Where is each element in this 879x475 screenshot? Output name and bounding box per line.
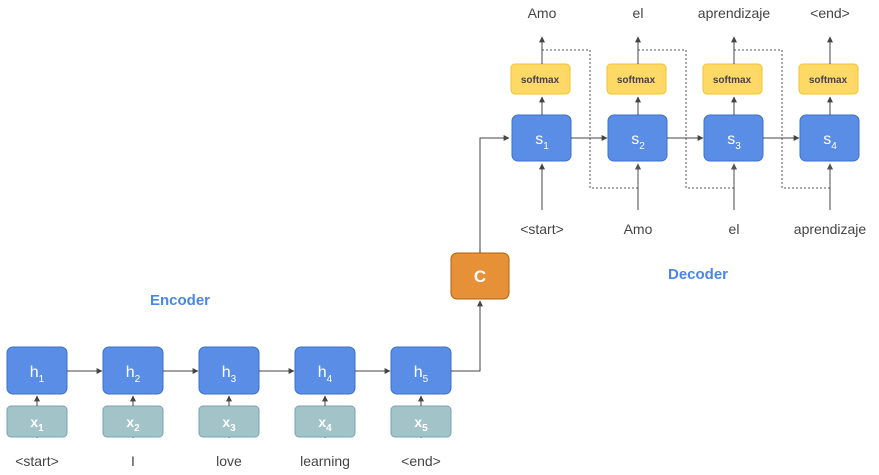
feedback-dotted-arrows: [542, 49, 833, 189]
decoder-state-label: s2: [631, 131, 645, 152]
decoder-output-word: <end>: [810, 5, 850, 21]
encoder-input-word: love: [216, 453, 242, 469]
input-embedding-label: x4: [318, 414, 332, 434]
decoder-input-word: aprendizaje: [794, 221, 867, 237]
decoder-column-1: <start> s1 softmax Amo: [510, 5, 572, 237]
softmax-box: [606, 63, 667, 95]
encoder-column-2: I x2 h2: [102, 346, 164, 469]
softmax-box: [510, 63, 571, 95]
input-embedding-label: x2: [126, 414, 140, 434]
encoder-input-word: <start>: [15, 453, 59, 469]
decoder-state-label: s1: [535, 131, 549, 152]
input-embedding-label: x5: [414, 414, 428, 434]
encoder-to-context-arrow: [451, 300, 483, 372]
hidden-state-label: h5: [414, 364, 429, 385]
decoder-output-word: aprendizaje: [698, 5, 771, 21]
input-embedding-label: x3: [222, 414, 236, 434]
softmax-label: softmax: [809, 75, 848, 86]
decoder-column-4: aprendizaje s4 softmax <end>: [794, 5, 867, 237]
softmax-label: softmax: [521, 75, 560, 86]
decoder-input-word: <start>: [520, 221, 564, 237]
decoder-output-word: el: [633, 5, 644, 21]
hidden-state-label: h4: [318, 364, 333, 385]
hidden-state-label: h1: [30, 364, 45, 385]
decoder-column-3: el s3 softmax aprendizaje: [698, 5, 771, 237]
encoder-column-3: love x3 h3: [198, 346, 260, 469]
softmax-label: softmax: [713, 75, 752, 86]
decoder-input-word: Amo: [624, 221, 653, 237]
hidden-state-label: h2: [126, 364, 141, 385]
encoder-input-word: learning: [300, 453, 350, 469]
encoder-column-4: learning x4 h4: [294, 346, 356, 469]
encoder-column-1: <start> x1 h1: [6, 346, 68, 469]
decoder-state-label: s3: [727, 131, 741, 152]
input-embedding-label: x1: [30, 414, 44, 434]
decoder-input-word: el: [729, 221, 740, 237]
encoder-label: Encoder: [150, 292, 210, 309]
context-vector-label: C: [474, 267, 486, 286]
decoder-state-label: s4: [823, 131, 837, 152]
softmax-label: softmax: [617, 75, 656, 86]
encoder-input-word: I: [131, 453, 135, 469]
softmax-box: [702, 63, 763, 95]
softmax-box: [798, 63, 859, 95]
decoder-label: Decoder: [668, 266, 728, 283]
hidden-state-label: h3: [222, 364, 237, 385]
decoder-column-2: Amo s2 softmax el: [606, 5, 668, 237]
encoder-column-5: <end> x5 h5: [390, 346, 452, 469]
encoder-input-word: <end>: [401, 453, 441, 469]
context-to-decoder-arrow: [479, 135, 510, 253]
decoder-output-word: Amo: [528, 5, 557, 21]
